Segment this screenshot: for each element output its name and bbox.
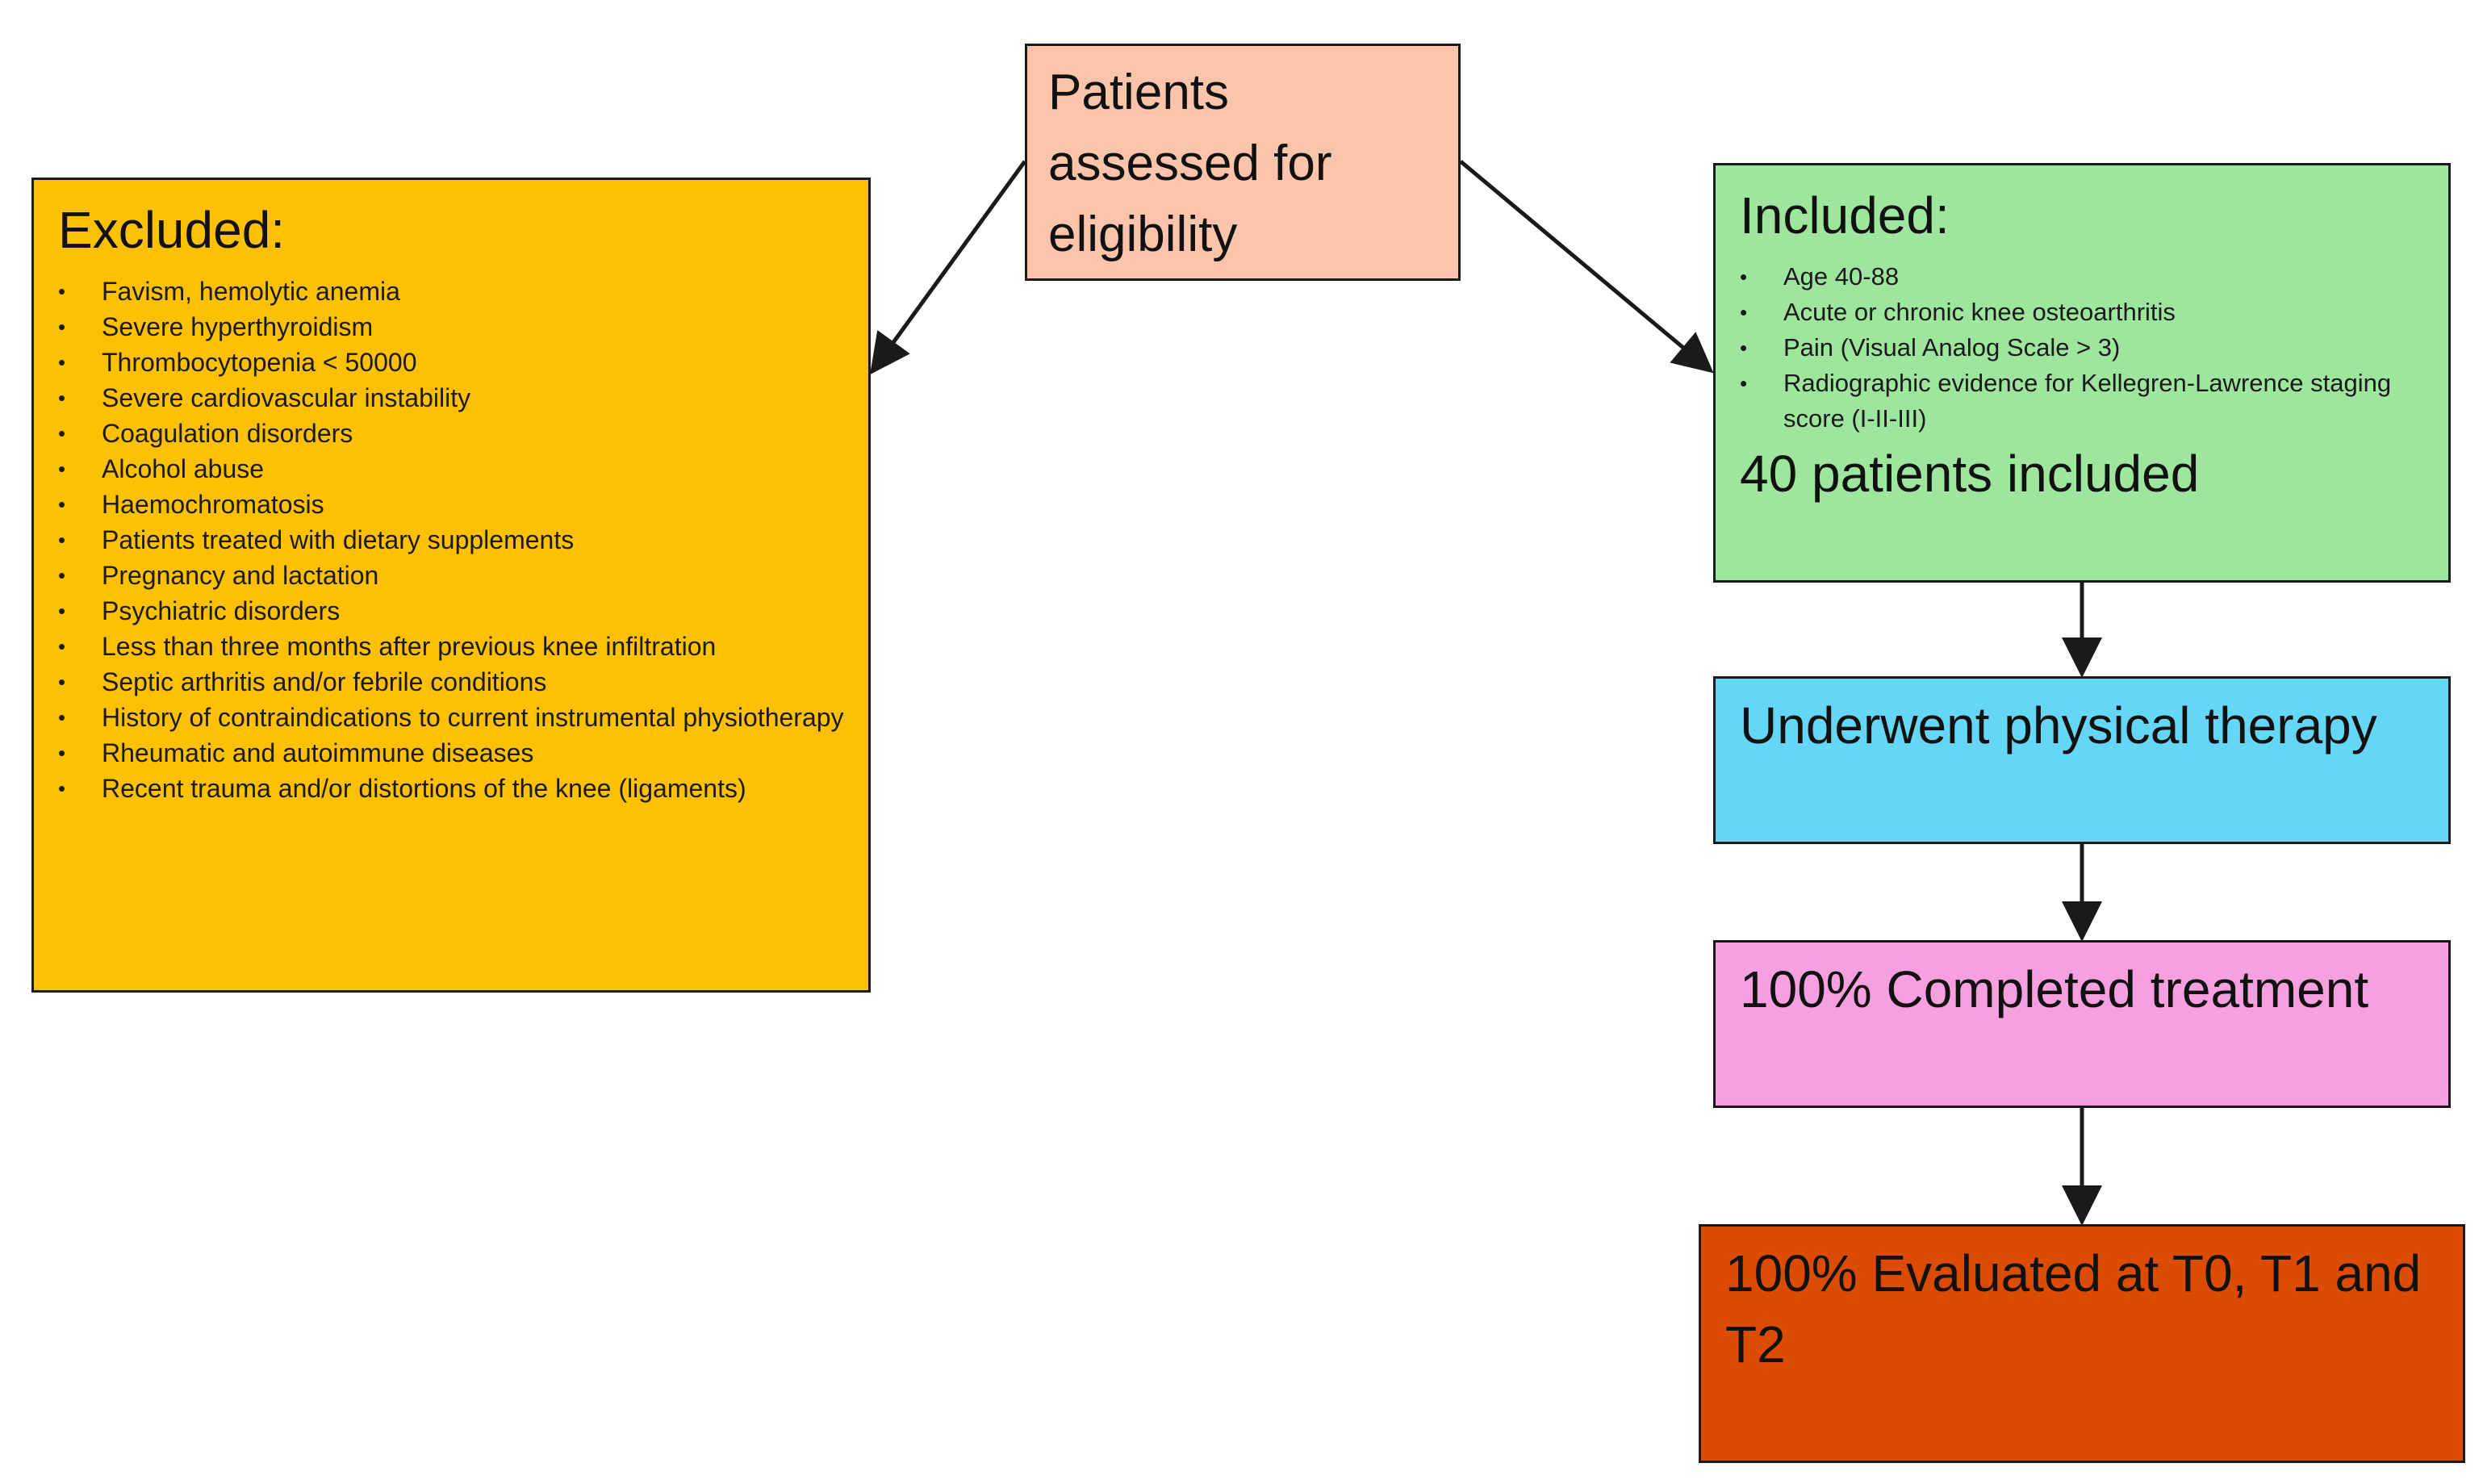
included-title: Included:	[1740, 186, 1950, 245]
excluded-criteria-list: Favism, hemolytic anemia Severe hyperthy…	[58, 274, 844, 806]
list-item: Severe hyperthyroidism	[58, 309, 844, 345]
list-item: Pain (Visual Analog Scale > 3)	[1740, 330, 2424, 366]
list-item: History of contraindications to current …	[58, 700, 844, 735]
physical-therapy-box: Underwent physical therapy	[1713, 676, 2451, 844]
evaluated-box: 100% Evaluated at T0, T1 and T2	[1699, 1224, 2465, 1463]
excluded-box: Excluded: Favism, hemolytic anemia Sever…	[31, 178, 871, 993]
eligibility-box: Patients assessed for eligibility	[1025, 44, 1461, 281]
completed-treatment-text: 100% Completed treatment	[1740, 960, 2369, 1018]
list-item: Septic arthritis and/or febrile conditio…	[58, 664, 844, 700]
arrow-eligibility-to-included	[1459, 160, 1714, 374]
list-item: Psychiatric disorders	[58, 593, 844, 629]
list-item: Alcohol abuse	[58, 451, 844, 487]
eligibility-text: Patients assessed for eligibility	[1048, 65, 1332, 262]
list-item: Coagulation disorders	[58, 416, 844, 451]
list-item: Haemochromatosis	[58, 487, 844, 522]
list-item: Radiographic evidence for Kellegren-Lawr…	[1740, 366, 2424, 437]
list-item: Rheumatic and autoimmune diseases	[58, 735, 844, 771]
excluded-title: Excluded:	[58, 201, 286, 259]
list-item: Favism, hemolytic anemia	[58, 274, 844, 309]
list-item: Severe cardiovascular instability	[58, 380, 844, 416]
included-criteria-list: Age 40-88 Acute or chronic knee osteoart…	[1740, 259, 2424, 437]
arrow-eligibility-to-excluded	[870, 160, 1027, 375]
physical-therapy-text: Underwent physical therapy	[1740, 696, 2377, 755]
completed-treatment-box: 100% Completed treatment	[1713, 940, 2451, 1108]
list-item: Patients treated with dietary supplement…	[58, 522, 844, 558]
evaluated-text: 100% Evaluated at T0, T1 and T2	[1725, 1244, 2422, 1373]
list-item: Thrombocytopenia < 50000	[58, 345, 844, 380]
list-item: Acute or chronic knee osteoarthritis	[1740, 295, 2424, 330]
list-item: Recent trauma and/or distortions of the …	[58, 771, 844, 806]
included-box: Included: Age 40-88 Acute or chronic kne…	[1713, 163, 2451, 583]
included-count: 40 patients included	[1740, 445, 2200, 503]
list-item: Less than three months after previous kn…	[58, 629, 844, 664]
list-item: Pregnancy and lactation	[58, 558, 844, 593]
list-item: Age 40-88	[1740, 259, 2424, 295]
